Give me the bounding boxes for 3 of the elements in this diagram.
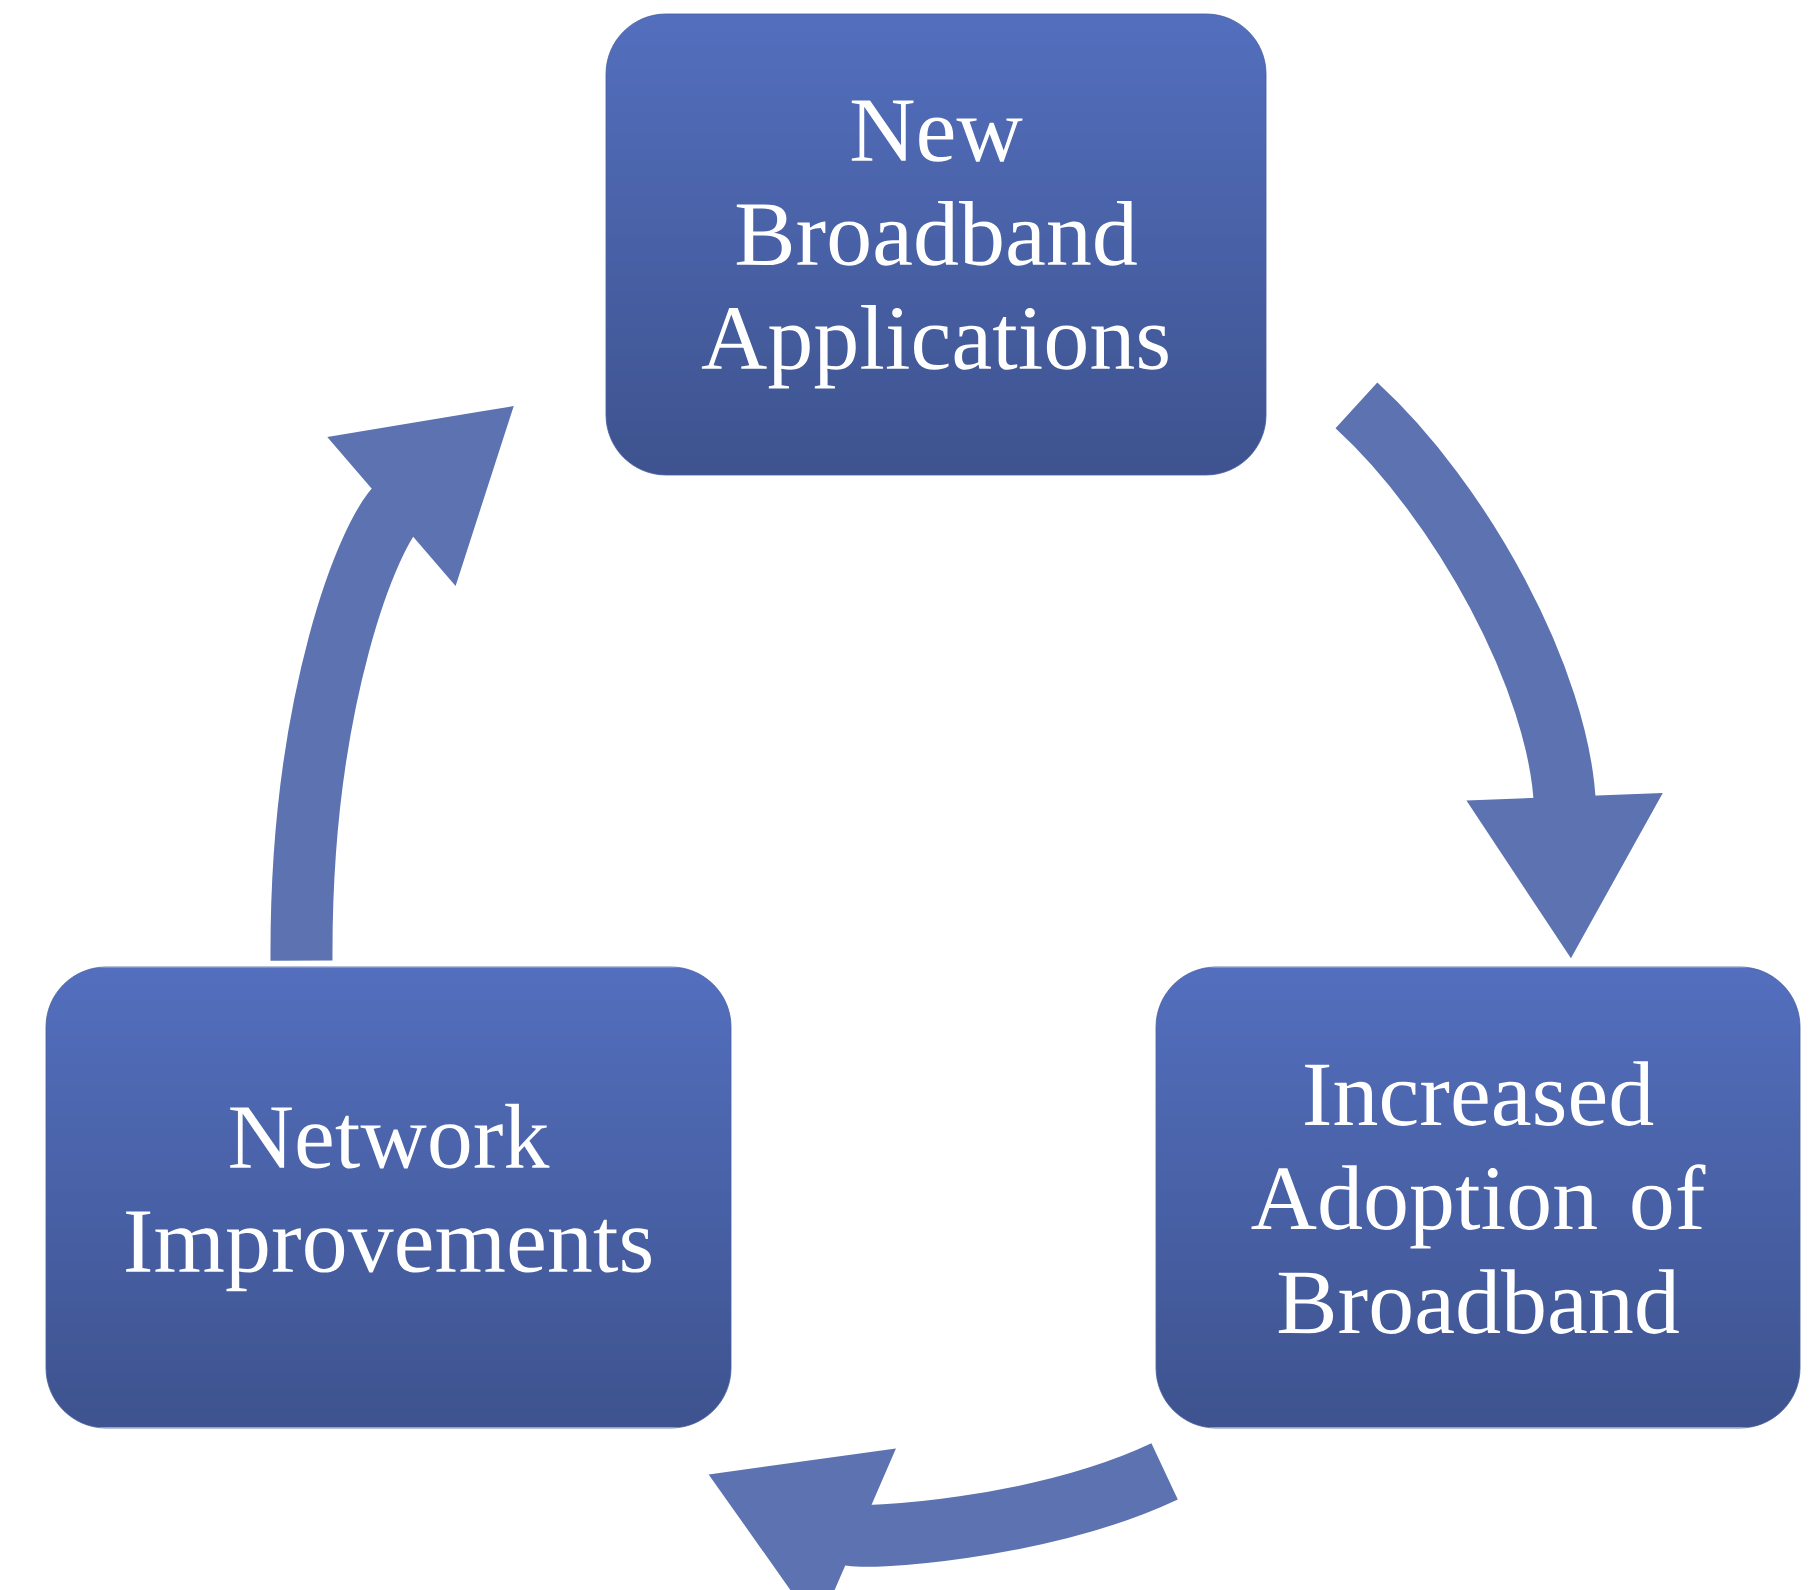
process-box: New Broadband Applications	[605, 13, 1267, 476]
process-box: Network Improvements	[45, 966, 732, 1429]
process-box: Increased Adoption of Broadband	[1155, 966, 1801, 1429]
